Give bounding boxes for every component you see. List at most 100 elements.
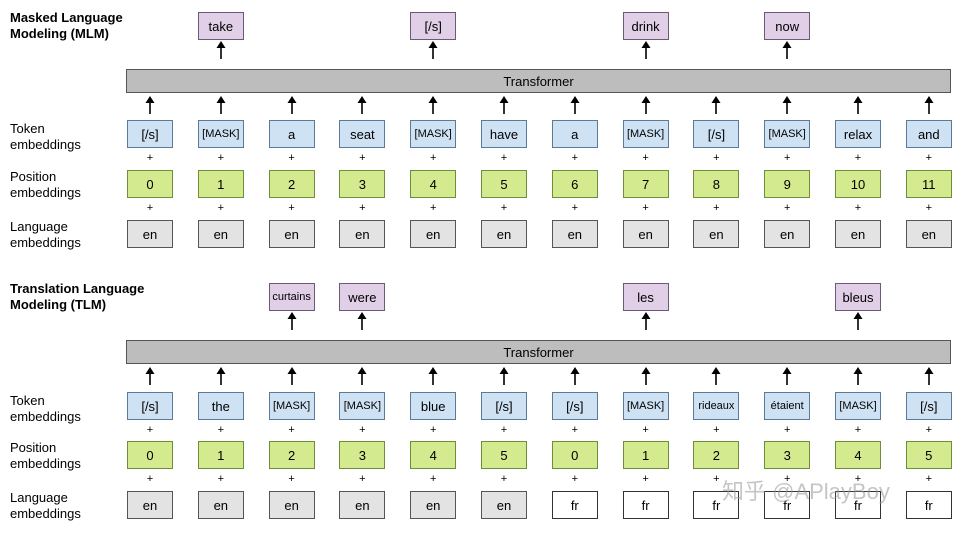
mlm-output-box: take xyxy=(197,12,244,40)
mlm-input-arrow-icon xyxy=(287,96,297,114)
mlm-token-box: [/s] xyxy=(693,120,740,148)
mlm-plus-sign: + xyxy=(500,152,508,164)
mlm-plus-sign: + xyxy=(429,152,437,164)
mlm-output-arrow-icon xyxy=(216,41,226,59)
mlm-position-box: 9 xyxy=(764,170,811,198)
mlm-token-box: [MASK] xyxy=(410,120,457,148)
mlm-language-box: en xyxy=(481,220,527,248)
tlm-output-arrow-icon xyxy=(853,312,863,330)
tlm-input-arrow-icon xyxy=(782,367,792,385)
mlm-position-box: 7 xyxy=(622,170,669,198)
mlm-plus-sign: + xyxy=(925,152,933,164)
tlm-plus-sign: + xyxy=(925,424,933,436)
tlm-plus-sign: + xyxy=(359,424,366,436)
tlm-input-arrow-icon xyxy=(428,367,438,385)
tlm-output-box: were xyxy=(339,283,386,311)
tlm-position-embeddings-label: Position embeddings xyxy=(10,440,81,471)
tlm-position-box: 2 xyxy=(693,441,740,469)
tlm-plus-sign: + xyxy=(642,424,649,436)
tlm-plus-sign: + xyxy=(288,473,295,485)
mlm-input-arrow-icon xyxy=(711,96,721,114)
tlm-plus-sign: + xyxy=(146,473,154,485)
mlm-position-box: 0 xyxy=(127,170,173,198)
mlm-language-box: en xyxy=(693,220,740,248)
mlm-plus-sign: + xyxy=(642,152,649,164)
tlm-position-box: 3 xyxy=(764,441,811,469)
mlm-output-box: drink xyxy=(622,12,669,40)
tlm-position-box: 1 xyxy=(622,441,669,469)
tlm-plus-sign: + xyxy=(146,424,154,436)
mlm-token-box: a xyxy=(268,120,315,148)
mlm-plus-sign: + xyxy=(146,202,154,214)
mlm-input-arrow-icon xyxy=(570,96,580,114)
tlm-position-box: 5 xyxy=(905,441,952,469)
tlm-output-box: les xyxy=(622,283,669,311)
tlm-language-box: fr xyxy=(905,491,952,519)
tlm-language-box: fr xyxy=(551,491,598,519)
tlm-language-box: en xyxy=(268,491,315,519)
tlm-plus-sign: + xyxy=(783,473,791,485)
mlm-plus-sign: + xyxy=(783,202,791,214)
mlm-input-arrow-icon xyxy=(499,96,509,114)
tlm-input-arrow-icon xyxy=(711,367,721,385)
mlm-position-box: 6 xyxy=(551,170,598,198)
tlm-plus-sign: + xyxy=(854,424,862,436)
tlm-title: Translation Language Modeling (TLM) xyxy=(10,281,145,312)
mlm-plus-sign: + xyxy=(925,202,933,214)
mlm-output-arrow-icon xyxy=(782,41,792,59)
tlm-input-arrow-icon xyxy=(145,367,155,385)
mlm-input-arrow-icon xyxy=(924,96,934,114)
mlm-plus-sign: + xyxy=(146,152,154,164)
mlm-language-box: en xyxy=(197,220,244,248)
tlm-input-arrow-icon xyxy=(570,367,580,385)
mlm-token-box: relax xyxy=(835,120,881,148)
tlm-plus-sign: + xyxy=(713,424,720,436)
tlm-input-arrow-icon xyxy=(924,367,934,385)
mlm-position-box: 4 xyxy=(410,170,457,198)
tlm-language-box: fr xyxy=(693,491,740,519)
mlm-transformer: Transformer xyxy=(126,69,951,93)
mlm-plus-sign: + xyxy=(500,202,508,214)
mlm-token-box: [MASK] xyxy=(622,120,669,148)
tlm-output-box: bleus xyxy=(835,283,881,311)
mlm-language-embeddings-label: Language embeddings xyxy=(10,219,81,250)
tlm-input-arrow-icon xyxy=(357,367,367,385)
tlm-token-box: rideaux xyxy=(693,392,740,420)
tlm-transformer: Transformer xyxy=(126,340,951,364)
mlm-input-arrow-icon xyxy=(216,96,226,114)
mlm-output-arrow-icon xyxy=(641,41,651,59)
mlm-position-box: 11 xyxy=(905,170,952,198)
tlm-language-box: en xyxy=(339,491,386,519)
tlm-token-box: [/s] xyxy=(127,392,173,420)
tlm-language-box: fr xyxy=(764,491,811,519)
mlm-output-box: now xyxy=(764,12,811,40)
tlm-token-box: the xyxy=(197,392,244,420)
tlm-plus-sign: + xyxy=(217,473,225,485)
tlm-plus-sign: + xyxy=(217,424,225,436)
mlm-output-arrow-icon xyxy=(428,41,438,59)
tlm-token-box: [MASK] xyxy=(835,392,881,420)
tlm-input-arrow-icon xyxy=(853,367,863,385)
tlm-token-box: [/s] xyxy=(551,392,598,420)
mlm-plus-sign: + xyxy=(571,152,579,164)
mlm-language-box: en xyxy=(764,220,811,248)
tlm-input-arrow-icon xyxy=(499,367,509,385)
tlm-output-box: curtains xyxy=(268,283,315,311)
tlm-plus-sign: + xyxy=(429,473,437,485)
mlm-token-box: seat xyxy=(339,120,386,148)
tlm-token-box: [MASK] xyxy=(268,392,315,420)
mlm-token-box: [/s] xyxy=(127,120,173,148)
tlm-position-box: 1 xyxy=(197,441,244,469)
mlm-plus-sign: + xyxy=(571,202,579,214)
tlm-output-arrow-icon xyxy=(287,312,297,330)
mlm-plus-sign: + xyxy=(288,152,295,164)
mlm-language-box: en xyxy=(551,220,598,248)
tlm-position-box: 0 xyxy=(551,441,598,469)
tlm-position-box: 5 xyxy=(481,441,527,469)
tlm-input-arrow-icon xyxy=(641,367,651,385)
mlm-position-box: 8 xyxy=(693,170,740,198)
tlm-token-box: blue xyxy=(410,392,457,420)
mlm-input-arrow-icon xyxy=(782,96,792,114)
tlm-plus-sign: + xyxy=(500,424,508,436)
